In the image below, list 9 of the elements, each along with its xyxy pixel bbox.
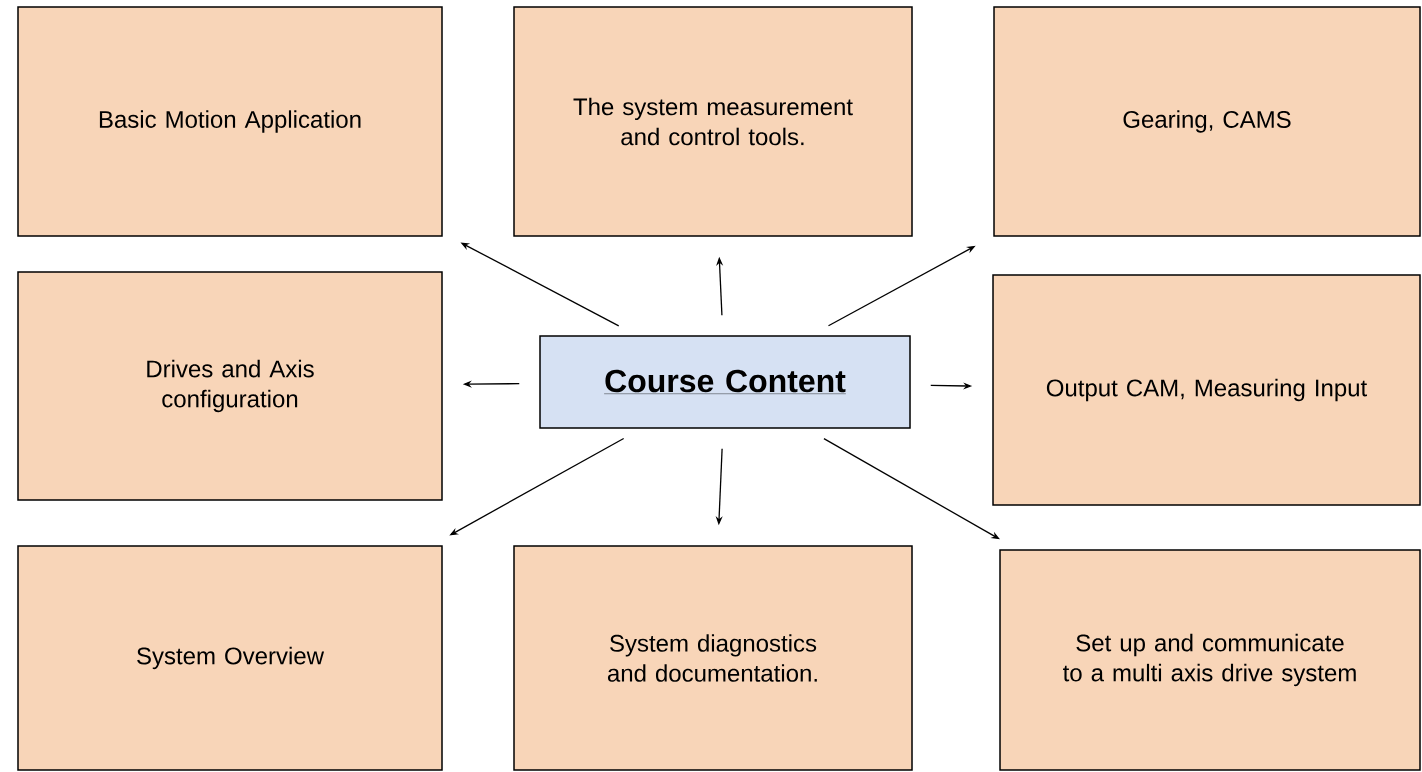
topic-box: The system measurement and control tools.	[513, 6, 913, 237]
topic-box: System Overview	[17, 545, 443, 771]
topic-box: Output CAM, Measuring Input	[992, 274, 1421, 506]
topic-box: System diagnostics and documentation.	[513, 545, 913, 771]
topic-box: Gearing, CAMS	[993, 6, 1421, 237]
title-box: Course Content	[539, 335, 911, 429]
topic-box: Set up and communicate to a multi axis drive system	[999, 549, 1421, 771]
topic-box: Drives and Axis configuration	[17, 271, 443, 501]
topic-box: Basic Motion Application	[17, 6, 443, 237]
